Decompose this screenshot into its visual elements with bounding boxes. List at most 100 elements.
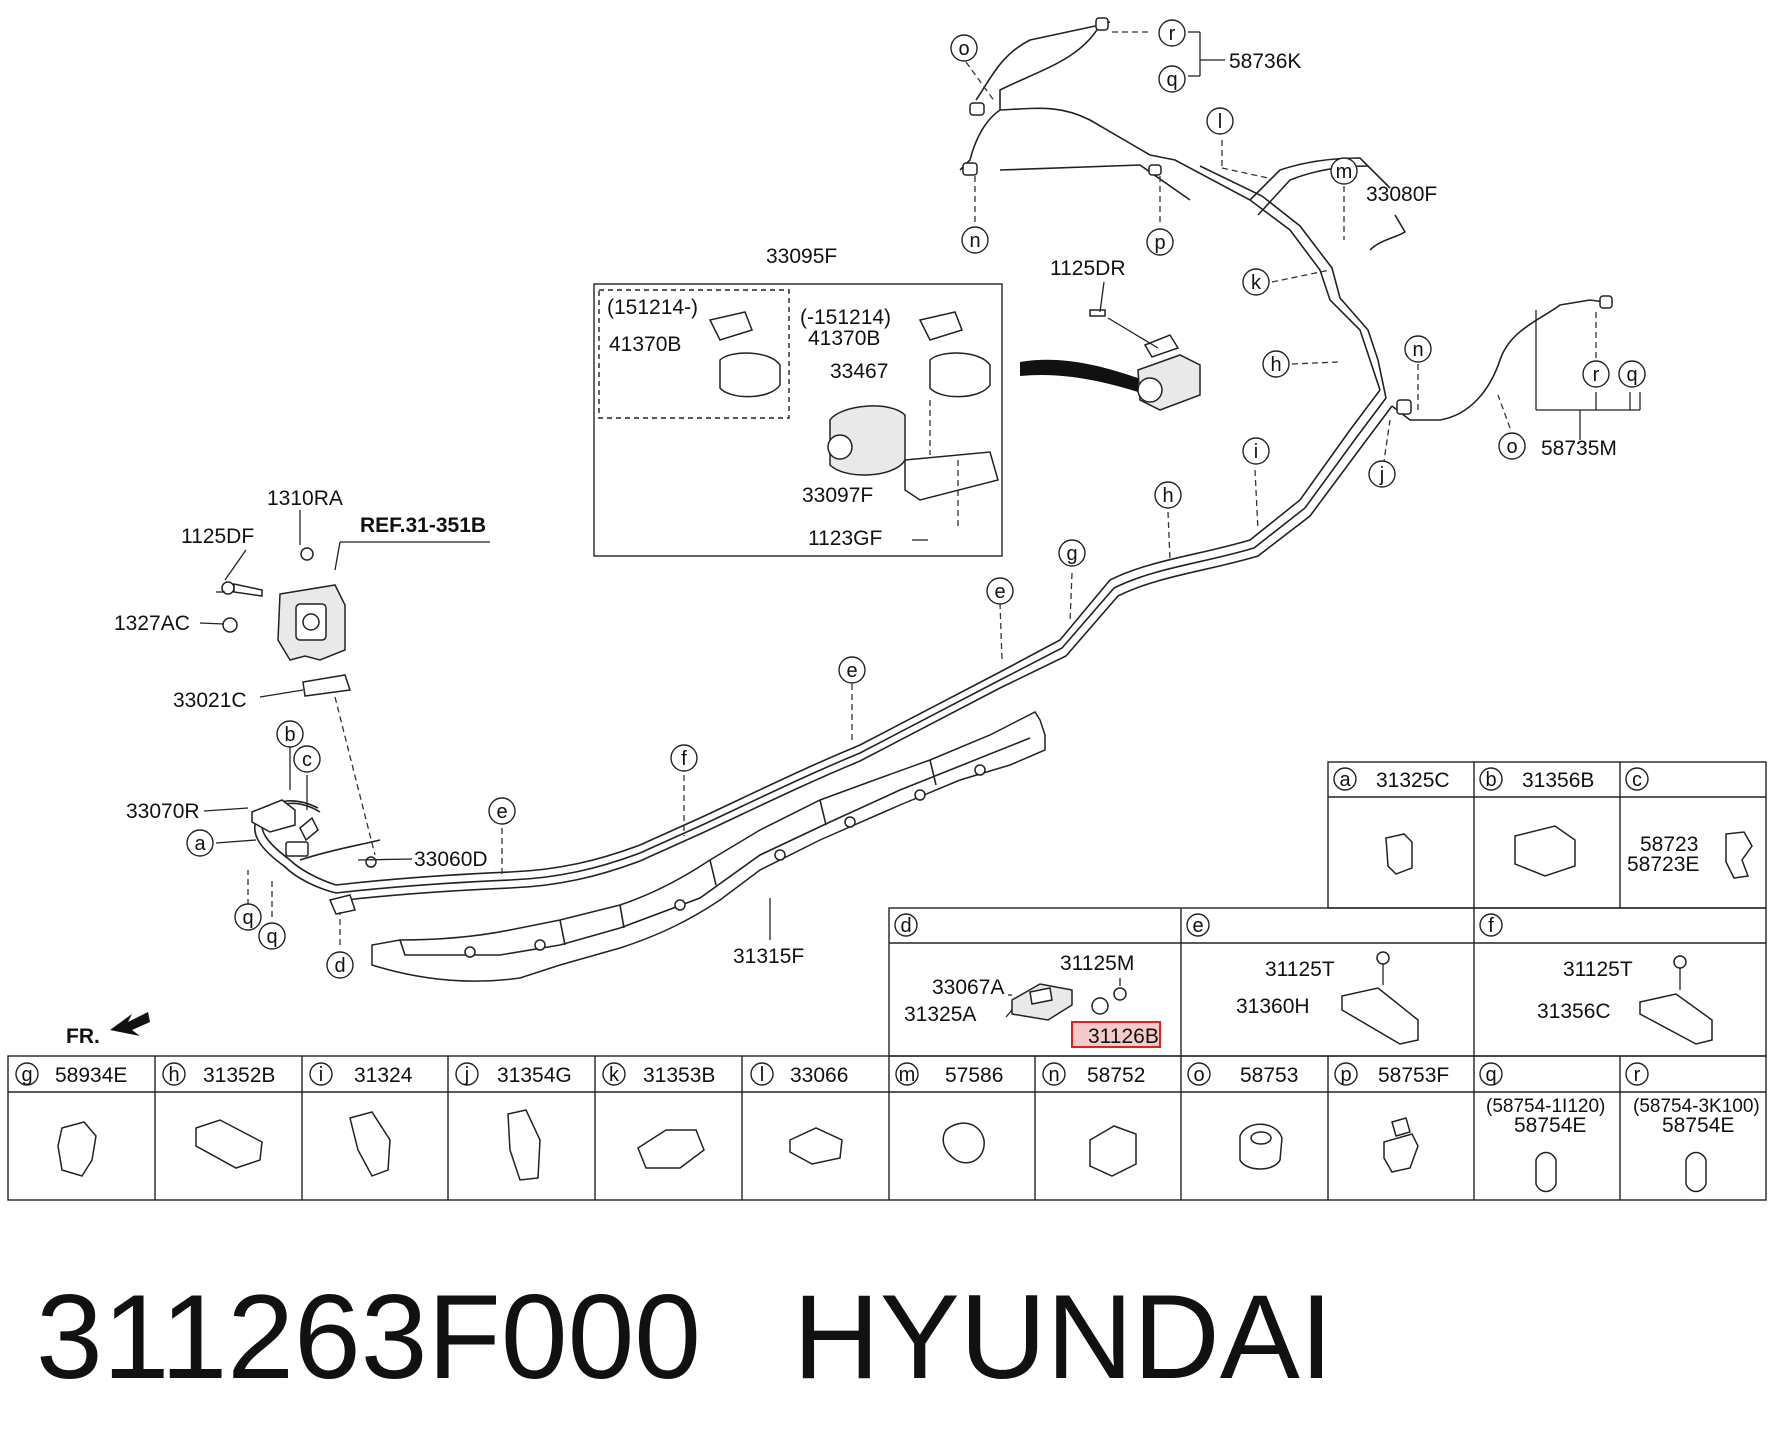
callout-f: f bbox=[670, 744, 698, 772]
label-33080F: 33080F bbox=[1366, 183, 1437, 206]
motor-assembly-detail bbox=[1020, 309, 1201, 411]
label-58735M: 58735M bbox=[1541, 437, 1617, 460]
callout-e-2: e bbox=[838, 656, 866, 684]
svg-text:h: h bbox=[1270, 354, 1281, 376]
lower-cell-n: n 58752 bbox=[1042, 1062, 1145, 1177]
label-31315F: 31315F bbox=[733, 945, 804, 968]
svg-text:b: b bbox=[1485, 769, 1496, 791]
svg-text:33067A: 33067A bbox=[932, 976, 1004, 999]
middle-cell-d: d 31125M 33067A 31325A 31126B bbox=[894, 913, 1161, 1048]
callout-h-mid: h bbox=[1154, 481, 1182, 509]
svg-text:58753: 58753 bbox=[1240, 1064, 1298, 1087]
callout-c: c bbox=[293, 745, 321, 773]
inset-33095F bbox=[593, 283, 1003, 557]
svg-text:31125T: 31125T bbox=[1265, 958, 1335, 981]
svg-text:o: o bbox=[1193, 1064, 1204, 1086]
callout-g: g bbox=[1058, 539, 1086, 567]
svg-text:d: d bbox=[334, 955, 345, 977]
svg-text:f: f bbox=[681, 748, 687, 770]
fuel-line-bundle bbox=[253, 21, 1606, 902]
label-33467: 33467 bbox=[830, 360, 888, 383]
middle-cell-f: f 31125T 31356C bbox=[1479, 913, 1713, 1045]
svg-text:e: e bbox=[1192, 915, 1203, 937]
callout-r-top: r bbox=[1158, 19, 1186, 47]
table-upper: a 31325C b 31356B c 58723 58723E bbox=[1327, 761, 1767, 909]
callout-h-right: h bbox=[1262, 350, 1290, 378]
label-ref: REF.31-351B bbox=[360, 514, 486, 537]
svg-text:31125M: 31125M bbox=[1060, 952, 1134, 975]
svg-text:57586: 57586 bbox=[945, 1064, 1003, 1087]
svg-text:31325C: 31325C bbox=[1376, 769, 1450, 792]
lower-cell-h: h 31352B bbox=[162, 1062, 275, 1169]
svg-text:h: h bbox=[168, 1064, 179, 1086]
callout-d: d bbox=[326, 951, 354, 979]
svg-text:31352B: 31352B bbox=[203, 1064, 275, 1087]
svg-text:m: m bbox=[1336, 161, 1353, 183]
callout-o-top: o bbox=[950, 34, 978, 62]
svg-text:31356C: 31356C bbox=[1537, 1000, 1611, 1023]
svg-text:a: a bbox=[1339, 769, 1351, 791]
label-1125DR: 1125DR bbox=[1050, 257, 1126, 280]
callout-a: a bbox=[186, 829, 214, 857]
svg-text:o: o bbox=[1506, 436, 1517, 458]
label-1125DF: 1125DF bbox=[181, 525, 254, 548]
svg-text:r: r bbox=[1593, 364, 1600, 386]
lower-cell-g: g 58934E bbox=[15, 1062, 127, 1177]
callouts: o r q n p l m k h n j o r q i h g e e f … bbox=[186, 19, 1646, 979]
label-33097F: 33097F bbox=[802, 484, 873, 507]
part-labels: 58736K 33080F 1125DR 58735M 33095F (1512… bbox=[114, 50, 1617, 968]
callout-r-right: r bbox=[1582, 360, 1610, 388]
callout-o-right: o bbox=[1498, 432, 1526, 460]
part-number: 311263F000 bbox=[36, 1270, 702, 1404]
svg-text:g: g bbox=[21, 1064, 32, 1086]
svg-text:q: q bbox=[1485, 1064, 1496, 1086]
svg-text:33066: 33066 bbox=[790, 1064, 848, 1087]
svg-text:j: j bbox=[464, 1064, 469, 1086]
rear-lines bbox=[962, 17, 1613, 415]
label-41370B-left: 41370B bbox=[609, 333, 681, 356]
label-1123GF: 1123GF bbox=[808, 527, 882, 550]
callout-k: k bbox=[1242, 268, 1270, 296]
svg-text:m: m bbox=[899, 1064, 916, 1086]
lower-cell-q: q (58754-1I120) 58754E bbox=[1479, 1062, 1605, 1193]
svg-text:31354G: 31354G bbox=[497, 1064, 572, 1087]
label-151214-after: (151214-) bbox=[607, 296, 698, 319]
callout-q-left: q bbox=[234, 903, 262, 931]
svg-text:d: d bbox=[900, 915, 911, 937]
highlight-box bbox=[1071, 1021, 1161, 1048]
svg-text:k: k bbox=[609, 1064, 620, 1086]
svg-text:q: q bbox=[242, 907, 253, 929]
svg-text:h: h bbox=[1162, 485, 1173, 507]
label-33095F: 33095F bbox=[766, 245, 837, 268]
svg-text:f: f bbox=[1488, 915, 1494, 937]
svg-text:31353B: 31353B bbox=[643, 1064, 715, 1087]
label-33070R: 33070R bbox=[126, 800, 200, 823]
svg-text:q: q bbox=[266, 926, 277, 948]
leader-lines bbox=[199, 31, 1641, 945]
svg-text:r: r bbox=[1634, 1064, 1641, 1086]
label-1327AC: 1327AC bbox=[114, 612, 190, 635]
callout-b: b bbox=[276, 720, 304, 748]
front-direction-marker: FR. bbox=[66, 1012, 150, 1048]
svg-text:(58754-3K100): (58754-3K100) bbox=[1633, 1096, 1760, 1117]
lower-cell-p: p 58753F bbox=[1334, 1062, 1449, 1173]
callout-e-3: e bbox=[488, 797, 516, 825]
callout-q-top: q bbox=[1158, 65, 1186, 93]
svg-text:p: p bbox=[1154, 232, 1165, 254]
mounting-bracket-assembly bbox=[221, 547, 377, 915]
svg-text:58754E: 58754E bbox=[1514, 1114, 1586, 1137]
label-31126B: 31126B bbox=[1088, 1025, 1159, 1048]
svg-text:e: e bbox=[994, 581, 1005, 603]
callout-j: j bbox=[1368, 460, 1396, 488]
callout-n-right: n bbox=[1404, 335, 1432, 363]
svg-text:(58754-1I120): (58754-1I120) bbox=[1486, 1096, 1605, 1117]
svg-text:o: o bbox=[958, 38, 969, 60]
svg-text:58753F: 58753F bbox=[1378, 1064, 1449, 1087]
label-151214-before: (-151214) bbox=[800, 306, 891, 329]
svg-text:l: l bbox=[1218, 111, 1222, 133]
table-middle: d 31125M 33067A 31325A 31126B e 31125T 3… bbox=[888, 907, 1767, 1057]
lower-cell-m: m 57586 bbox=[895, 1062, 1003, 1164]
svg-text:n: n bbox=[1412, 339, 1423, 361]
